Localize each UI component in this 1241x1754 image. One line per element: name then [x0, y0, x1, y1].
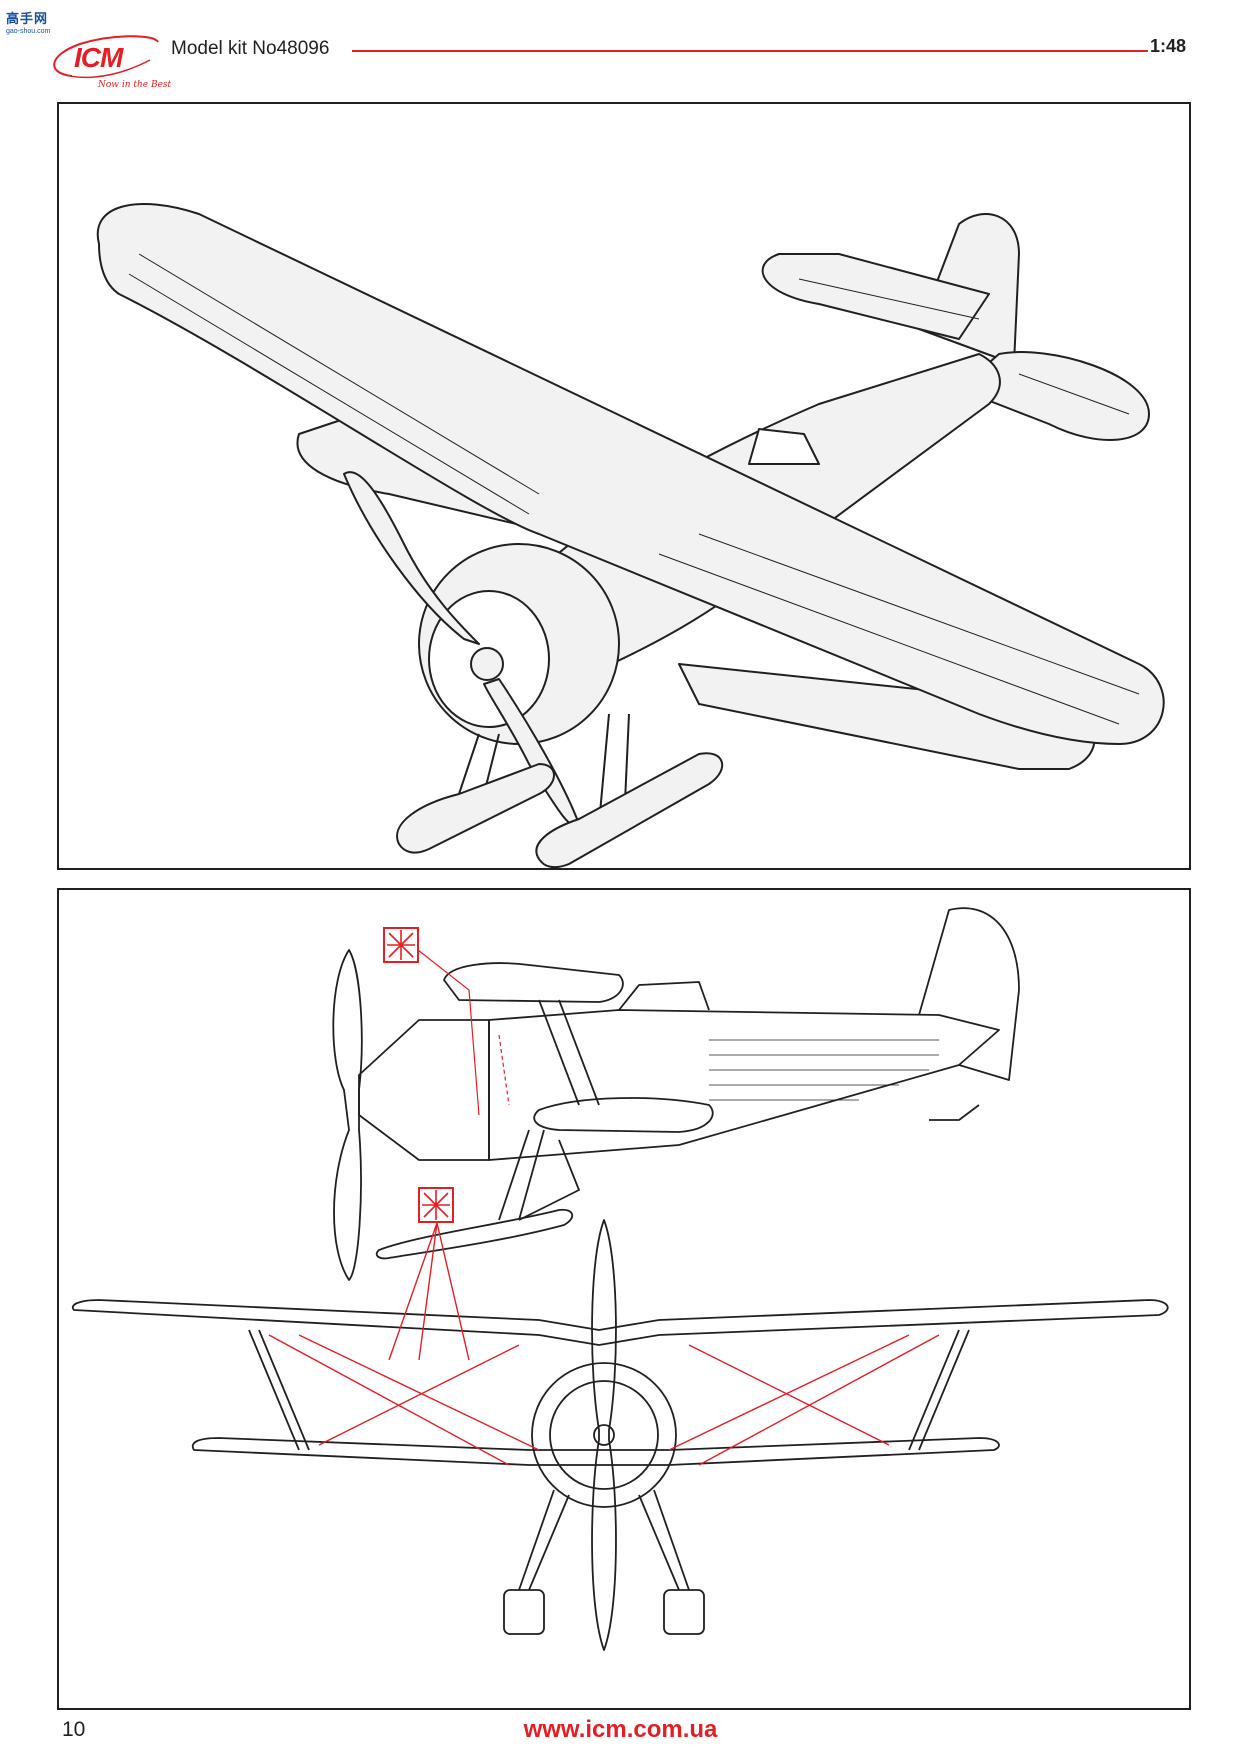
side-cowling — [358, 1019, 490, 1161]
biplane-rigging-drawing: * — [71, 907, 1169, 1651]
front-gear-right — [638, 1489, 690, 1591]
ski-right — [535, 752, 724, 868]
callout-marker-front — [418, 1187, 454, 1223]
side-tail-fin — [918, 907, 1020, 1081]
front-rigging-callout — [418, 1187, 454, 1223]
watermark-title: 高手网 — [6, 12, 49, 27]
front-propeller-hub — [593, 1424, 615, 1446]
logo-text: ICM — [74, 42, 123, 73]
biplane-perspective-drawing — [96, 203, 1165, 868]
side-view — [332, 907, 1020, 1281]
front-gear-left — [518, 1489, 570, 1591]
front-lower-wing — [191, 1437, 1000, 1466]
front-view — [71, 1219, 1169, 1651]
logo-swoosh-icon — [53, 35, 159, 79]
illustration-panel-rigging: * — [57, 888, 1191, 1710]
watermark-url: gao-shou.com — [6, 28, 51, 35]
watermark: 高手网 gao-shou.com — [6, 8, 70, 35]
ski-left — [396, 763, 555, 854]
side-fuselage-stringers — [709, 1039, 939, 1101]
website-link[interactable]: www.icm.com.ua — [523, 1716, 718, 1743]
front-upper-wing — [71, 1299, 1169, 1346]
side-upper-wing — [443, 962, 624, 1003]
front-ski-left — [503, 1589, 545, 1635]
propeller-blade-lower — [483, 678, 580, 827]
page-number: 10 — [62, 1718, 86, 1741]
front-cowling — [531, 1362, 677, 1508]
side-tail-ski — [929, 1104, 980, 1121]
side-gear-strut — [498, 1129, 580, 1221]
front-strut-right — [908, 1329, 970, 1451]
icm-logo: ICM Now in the Best — [42, 30, 171, 92]
propeller-blade-upper — [343, 471, 480, 645]
wing-rib-lines — [128, 253, 1140, 725]
side-ski — [375, 1208, 573, 1260]
kit-title: Model kit No48096 — [171, 38, 330, 59]
front-rigging-wires — [268, 1222, 940, 1466]
front-strut-left — [248, 1329, 310, 1451]
canopy — [748, 428, 820, 465]
scale-label: 1:48 — [1150, 36, 1187, 56]
header-rule — [352, 50, 1148, 52]
front-ski-right — [663, 1589, 705, 1635]
front-propeller — [591, 1219, 617, 1651]
callout-marker-side — [383, 927, 419, 963]
side-canopy — [618, 981, 710, 1011]
side-lower-wing — [533, 1097, 714, 1133]
side-propeller — [332, 949, 363, 1281]
front-engine-inner — [549, 1380, 659, 1490]
side-interplane-strut — [538, 999, 600, 1106]
upper-wing — [96, 203, 1165, 745]
illustration-panel-perspective — [57, 102, 1191, 870]
propeller-hub — [470, 647, 504, 681]
logo-slogan: Now in the Best — [98, 80, 172, 90]
side-rigging-callout — [383, 927, 510, 1116]
tail-stabilizer-right — [958, 351, 1150, 441]
